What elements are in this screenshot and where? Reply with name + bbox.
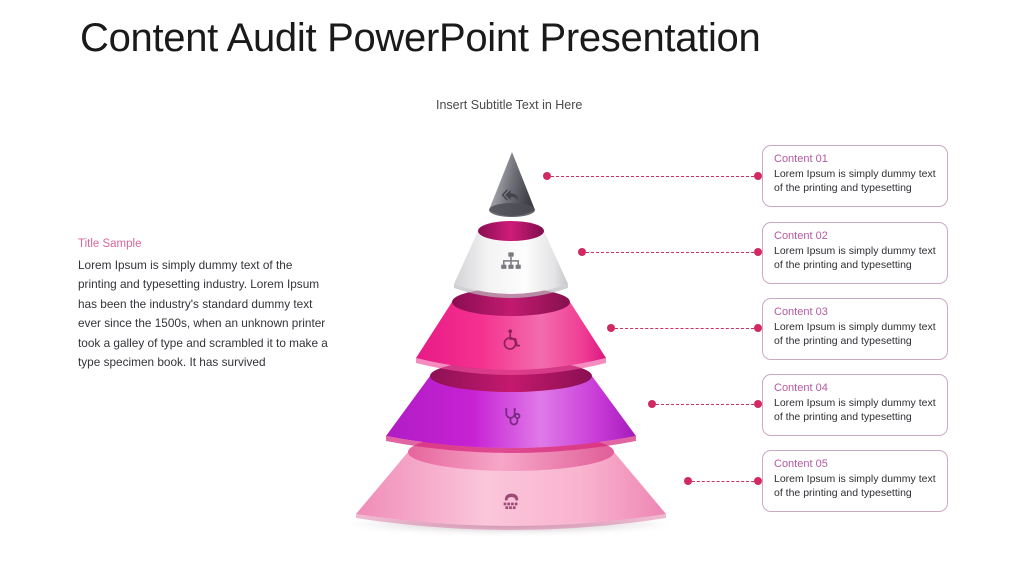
content-card-1-title: Content 01 xyxy=(774,153,828,165)
content-card-5[interactable]: Content 05 Lorem Ipsum is simply dummy t… xyxy=(762,450,948,512)
connector-line-3 xyxy=(607,323,762,333)
content-card-1-body: Lorem Ipsum is simply dummy text of the … xyxy=(774,168,936,195)
pyramid-level-3[interactable] xyxy=(410,288,612,380)
content-card-5-body: Lorem Ipsum is simply dummy text of the … xyxy=(774,473,936,500)
connector-dash-4 xyxy=(656,403,754,405)
content-card-4[interactable]: Content 04 Lorem Ipsum is simply dummy t… xyxy=(762,374,948,436)
page-subtitle: Insert Subtitle Text in Here xyxy=(436,98,583,112)
content-card-3[interactable]: Content 03 Lorem Ipsum is simply dummy t… xyxy=(762,298,948,360)
content-card-4-title: Content 04 xyxy=(774,382,828,394)
content-card-3-title: Content 03 xyxy=(774,306,828,318)
connector-dot-right-3 xyxy=(754,324,762,332)
content-card-2[interactable]: Content 02 Lorem Ipsum is simply dummy t… xyxy=(762,222,948,284)
connector-dot-left-5 xyxy=(684,477,692,485)
connector-dash-1 xyxy=(551,175,754,177)
connector-dot-right-2 xyxy=(754,248,762,256)
connector-line-5 xyxy=(684,476,762,486)
connector-line-2 xyxy=(578,247,762,257)
pyramid-diagram xyxy=(330,142,690,542)
connector-dash-5 xyxy=(692,480,754,482)
connector-dot-left-2 xyxy=(578,248,586,256)
left-block-title: Title Sample xyxy=(78,238,142,250)
pyramid-level-2[interactable] xyxy=(448,221,574,304)
connector-dot-right-4 xyxy=(754,400,762,408)
connector-dash-2 xyxy=(586,251,754,253)
connector-dot-left-4 xyxy=(648,400,656,408)
connector-dot-left-3 xyxy=(607,324,615,332)
left-block-body: Lorem Ipsum is simply dummy text of the … xyxy=(78,258,328,370)
page-title: Content Audit PowerPoint Presentation xyxy=(80,16,761,60)
connector-dash-3 xyxy=(615,327,754,329)
pyramid-level-1[interactable] xyxy=(483,150,541,230)
content-card-2-body: Lorem Ipsum is simply dummy text of the … xyxy=(774,245,936,272)
content-card-2-title: Content 02 xyxy=(774,230,828,242)
connector-dot-right-5 xyxy=(754,477,762,485)
left-description-block: Title Sample Lorem Ipsum is simply dummy… xyxy=(78,238,330,373)
connector-line-1 xyxy=(543,171,762,181)
content-card-1[interactable]: Content 01 Lorem Ipsum is simply dummy t… xyxy=(762,145,948,207)
content-card-3-body: Lorem Ipsum is simply dummy text of the … xyxy=(774,321,936,348)
connector-dot-left-1 xyxy=(543,172,551,180)
connector-dot-right-1 xyxy=(754,172,762,180)
connector-line-4 xyxy=(648,399,762,409)
content-card-4-body: Lorem Ipsum is simply dummy text of the … xyxy=(774,397,936,424)
content-card-5-title: Content 05 xyxy=(774,458,828,470)
